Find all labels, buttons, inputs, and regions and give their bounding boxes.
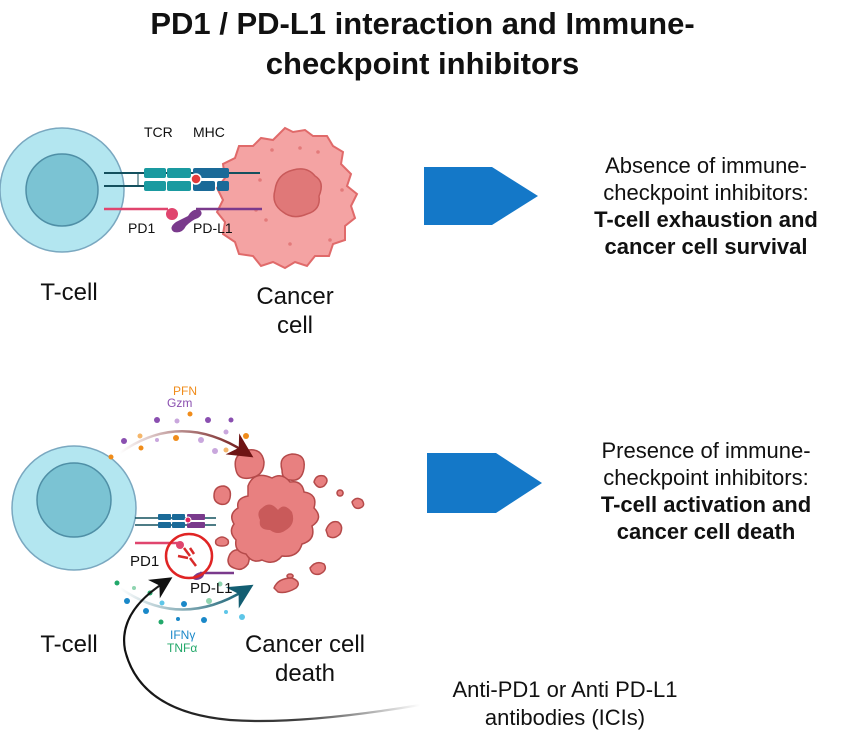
tcell-bottom — [11, 445, 137, 571]
tcr-mhc-complex — [104, 168, 260, 191]
mhc-domain — [193, 168, 229, 178]
cancer-cell-top — [215, 126, 359, 270]
outcome-top-line-1: Absence of immune- — [605, 153, 807, 178]
tcell-label-top: T-cell — [40, 279, 98, 306]
gzm-label: Gzm — [167, 396, 193, 410]
cancer-death-line-2: death — [274, 660, 336, 687]
cancer-nucleus-fragmented — [258, 504, 294, 533]
outcome-bottom: Presence of immune- checkpoint inhibitor… — [556, 437, 845, 545]
page-title: PD1 / PD-L1 interaction and Immune- chec… — [0, 4, 845, 84]
cancer-nucleus — [273, 168, 322, 218]
cancer-granules — [254, 146, 344, 246]
tcr-label: TCR — [144, 124, 173, 140]
cancer-label-line-2: cell — [276, 312, 313, 339]
tcr-domain — [144, 168, 166, 178]
pfn-gzm-arrow — [119, 430, 254, 458]
pd1-head-bottom — [176, 541, 184, 549]
outcome-arrow-bottom — [427, 453, 542, 513]
ifng-tnfa-particles — [114, 580, 245, 625]
ifng-label: IFNγ — [170, 628, 196, 642]
ici-arrow — [123, 577, 421, 723]
pd1-pdl1-top — [104, 207, 262, 233]
pfn-gzm-particles — [108, 411, 249, 460]
pdl1-label: PD-L1 — [193, 220, 233, 236]
title-line-2: checkpoint inhibitors — [265, 46, 580, 81]
mhc-label: MHC — [193, 124, 225, 140]
icis-label-line-2: antibodies (ICIs) — [484, 705, 646, 730]
outcome-bottom-line-2: checkpoint inhibitors: — [603, 465, 809, 490]
tcell-nucleus — [36, 462, 112, 538]
tcr-mhc-complex-bottom — [135, 514, 216, 528]
outcome-top: Absence of immune- checkpoint inhibitors… — [556, 152, 845, 260]
cancer-cell-label-top: Cancer cell — [240, 282, 350, 340]
outcome-top-line-2: checkpoint inhibitors: — [603, 180, 809, 205]
pd1-label-bottom: PD1 — [130, 553, 160, 570]
icis-label: Anti-PD1 or Anti PD-L1 antibodies (ICIs) — [420, 676, 710, 732]
icis-label-line-1: Anti-PD1 or Anti PD-L1 — [452, 677, 678, 702]
antibody-highlight-circle — [164, 532, 214, 580]
outcome-top-bold-2: cancer cell survival — [604, 234, 808, 259]
tcell-top — [0, 127, 125, 253]
title-line-1: PD1 / PD-L1 interaction and Immune- — [150, 6, 695, 41]
outcome-top-bold-1: T-cell exhaustion and — [594, 207, 818, 232]
outcome-arrow-top — [424, 167, 538, 225]
outcome-bottom-line-1: Presence of immune- — [601, 438, 811, 463]
pfn-label: PFN — [173, 384, 197, 398]
tcell-nucleus — [25, 153, 99, 227]
ifng-tnfa-arrow — [119, 584, 254, 611]
antigen-peptide — [190, 173, 202, 185]
outcome-bottom-bold-2: cancer cell death — [616, 519, 796, 544]
pd1-label: PD1 — [128, 220, 156, 236]
tcell-label-bottom: T-cell — [40, 631, 98, 658]
pdl1-head — [171, 209, 202, 233]
cancer-label-line-1: Cancer — [256, 283, 334, 310]
pd1-head — [166, 208, 178, 220]
pdl1-label-bottom: PD-L1 — [190, 580, 233, 597]
outcome-bottom-bold-1: T-cell activation and — [600, 492, 812, 517]
antibody-icon — [177, 547, 197, 567]
tnfa-label: TNFα — [167, 641, 198, 655]
cancer-death-label: Cancer cell death — [230, 630, 380, 688]
cancer-death-line-1: Cancer cell — [244, 631, 366, 658]
